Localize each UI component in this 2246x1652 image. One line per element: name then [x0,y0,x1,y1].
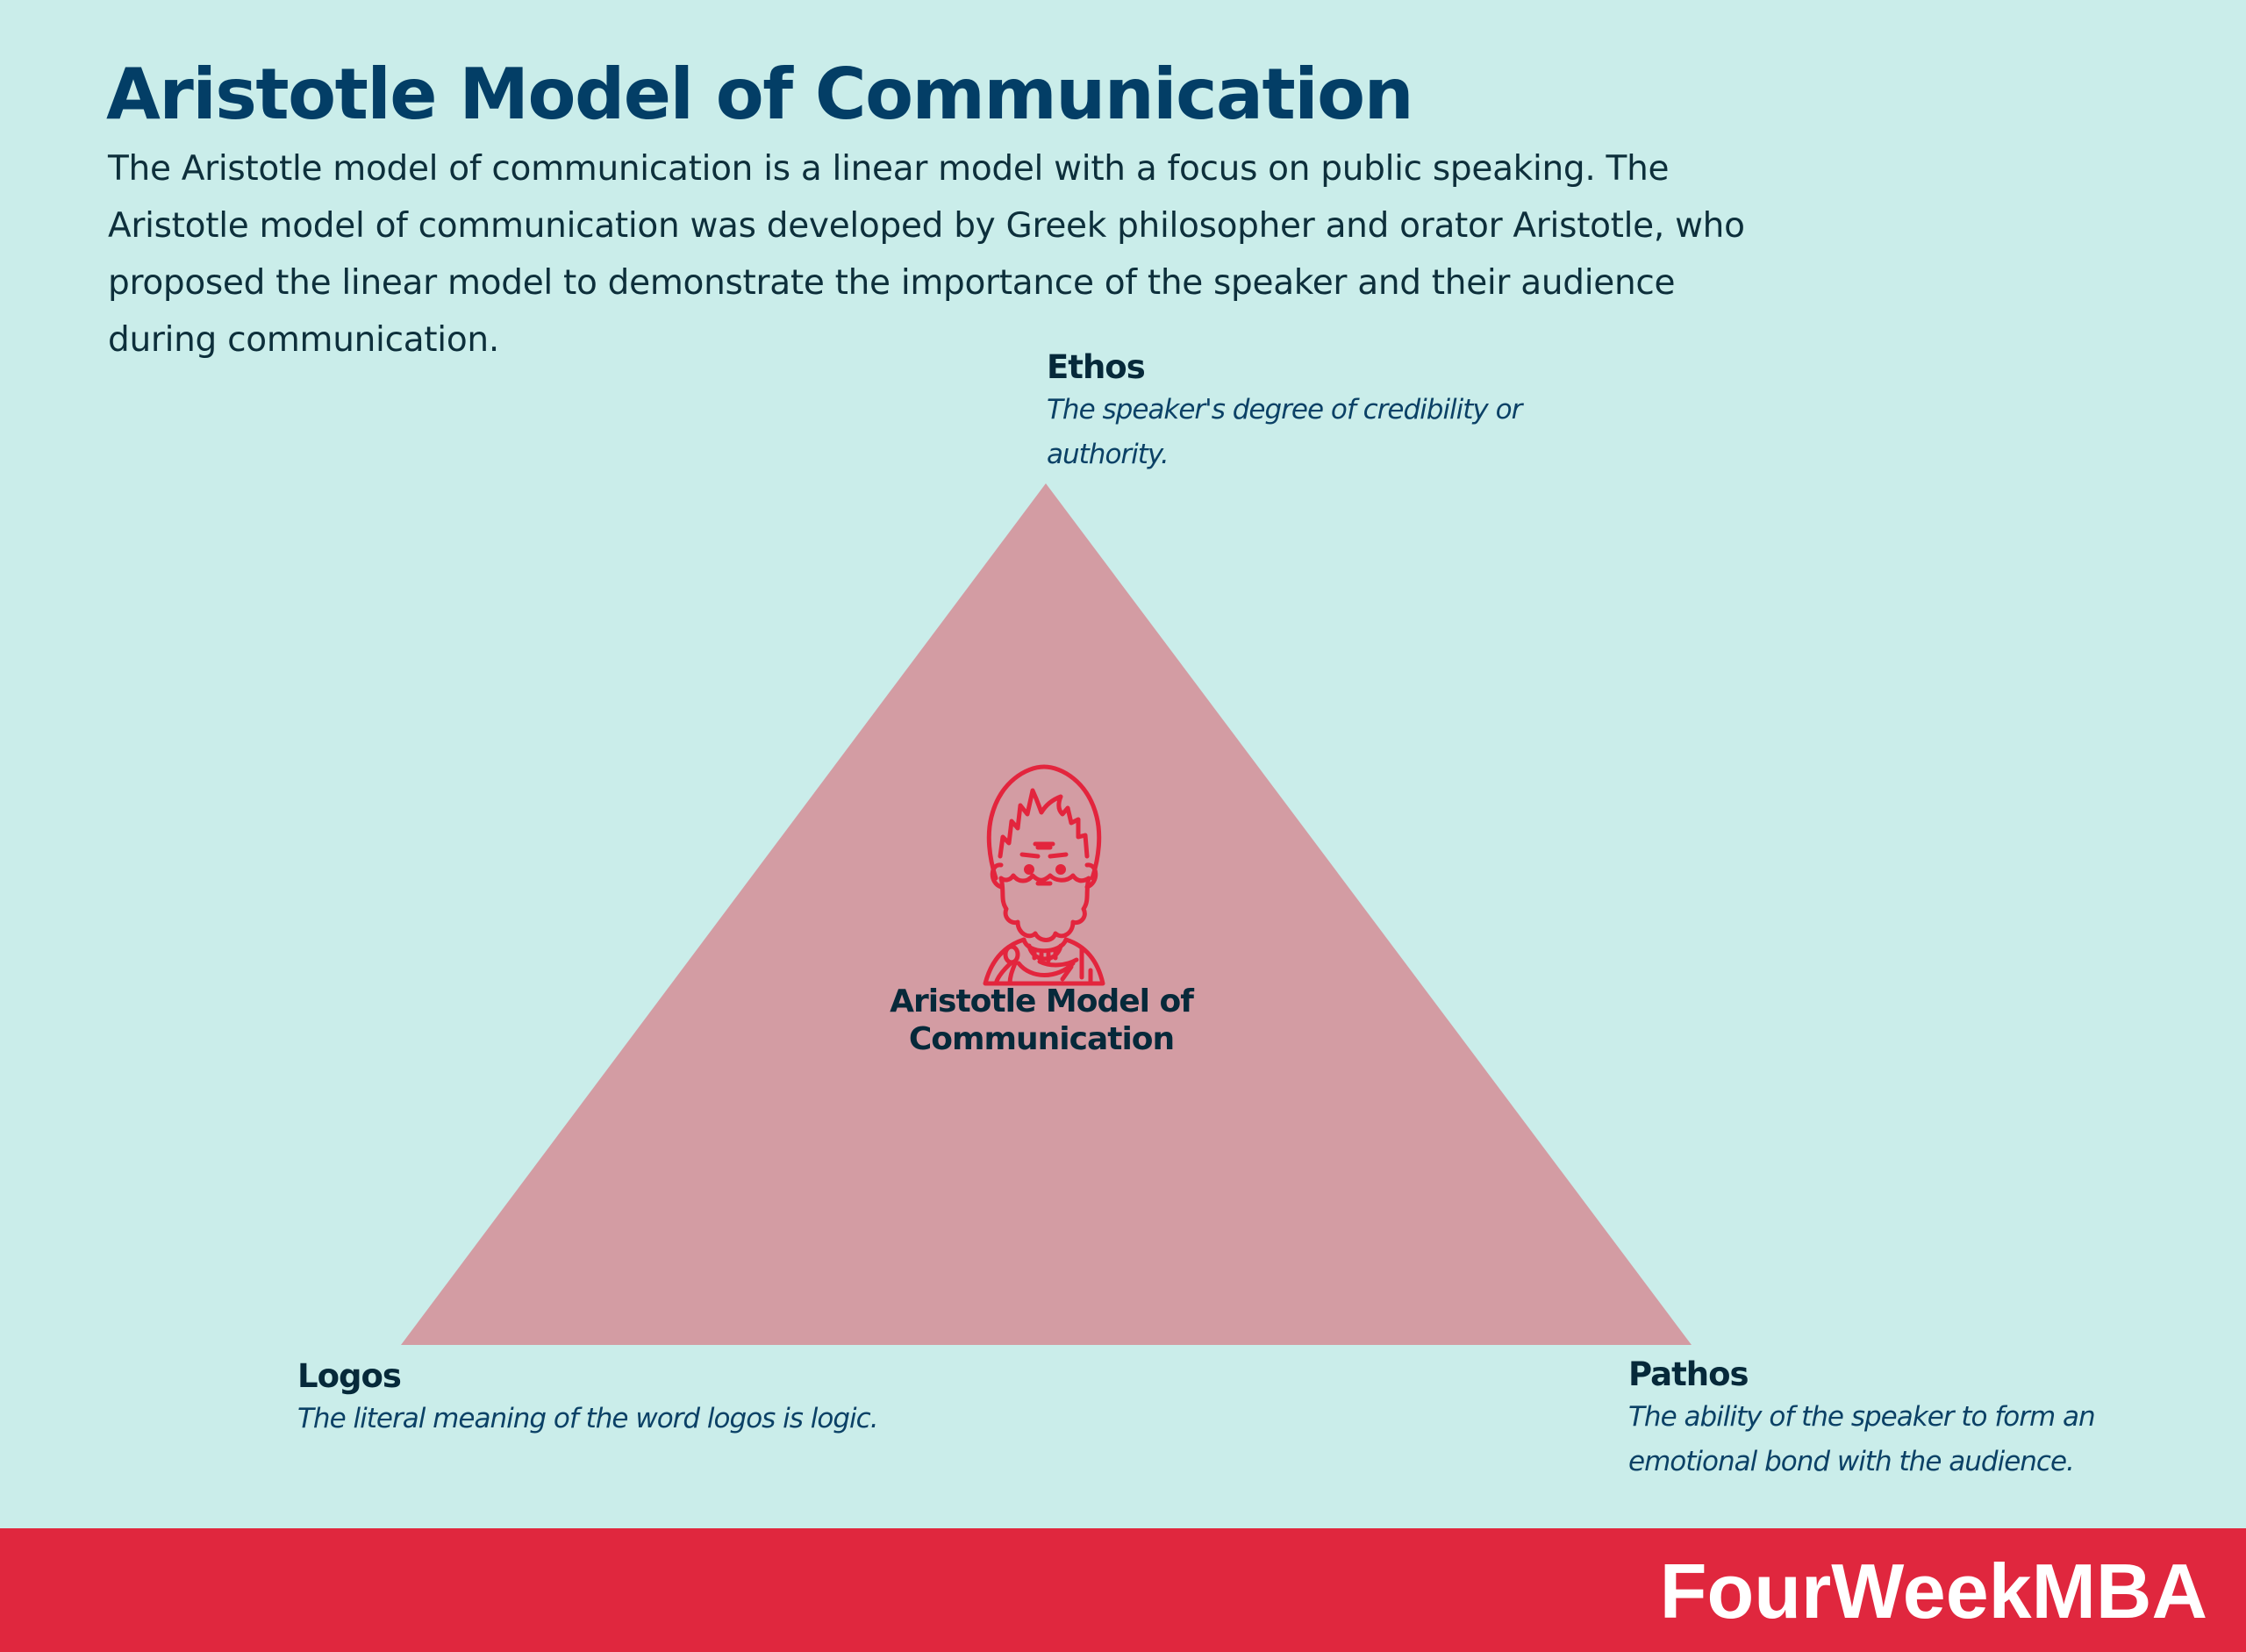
intro-line: Aristotle model of communication was dev… [108,206,1745,246]
intro-paragraph: The Aristotle model of communication is … [108,140,1950,368]
intro-line: proposed the linear model to demonstrate… [108,263,1676,303]
brand-logo: FourWeekMBA [1659,1548,2207,1634]
description-line: The literal meaning of the word logos is… [297,1403,879,1434]
pillar-logos: Logos The literal meaning of the word lo… [297,1356,879,1441]
footer-bar: FourWeekMBA [0,1528,2246,1652]
description-line: emotional bond with the audience. [1628,1446,2075,1477]
pillar-ethos-description: The speaker's degree of credibility or a… [1047,388,1522,477]
pillar-pathos-name: Pathos [1628,1355,1749,1393]
description-line: authority. [1047,439,1169,470]
center-label-line: Aristotle Model of [890,983,1194,1019]
aristotle-bust-icon [983,764,1105,986]
pillar-ethos: Ethos The speaker's degree of credibilit… [1047,347,1522,477]
center-label-line: Communication [908,1021,1175,1057]
pillar-pathos-description: The ability of the speaker to form an em… [1628,1395,2096,1484]
intro-line: during communication. [108,320,499,360]
pillar-pathos: Pathos The ability of the speaker to for… [1628,1355,2096,1484]
description-line: The ability of the speaker to form an [1628,1401,2096,1433]
pillar-logos-description: The literal meaning of the word logos is… [297,1397,879,1441]
triangle-shape [401,483,1692,1345]
description-line: The speaker's degree of credibility or [1047,394,1522,426]
page-title: Aristotle Model of Communication [106,54,1414,135]
center-label: Aristotle Model of Communication [866,983,1217,1058]
pillar-logos-name: Logos [297,1357,402,1395]
intro-line: The Aristotle model of communication is … [108,149,1670,189]
pillar-ethos-name: Ethos [1047,348,1146,386]
